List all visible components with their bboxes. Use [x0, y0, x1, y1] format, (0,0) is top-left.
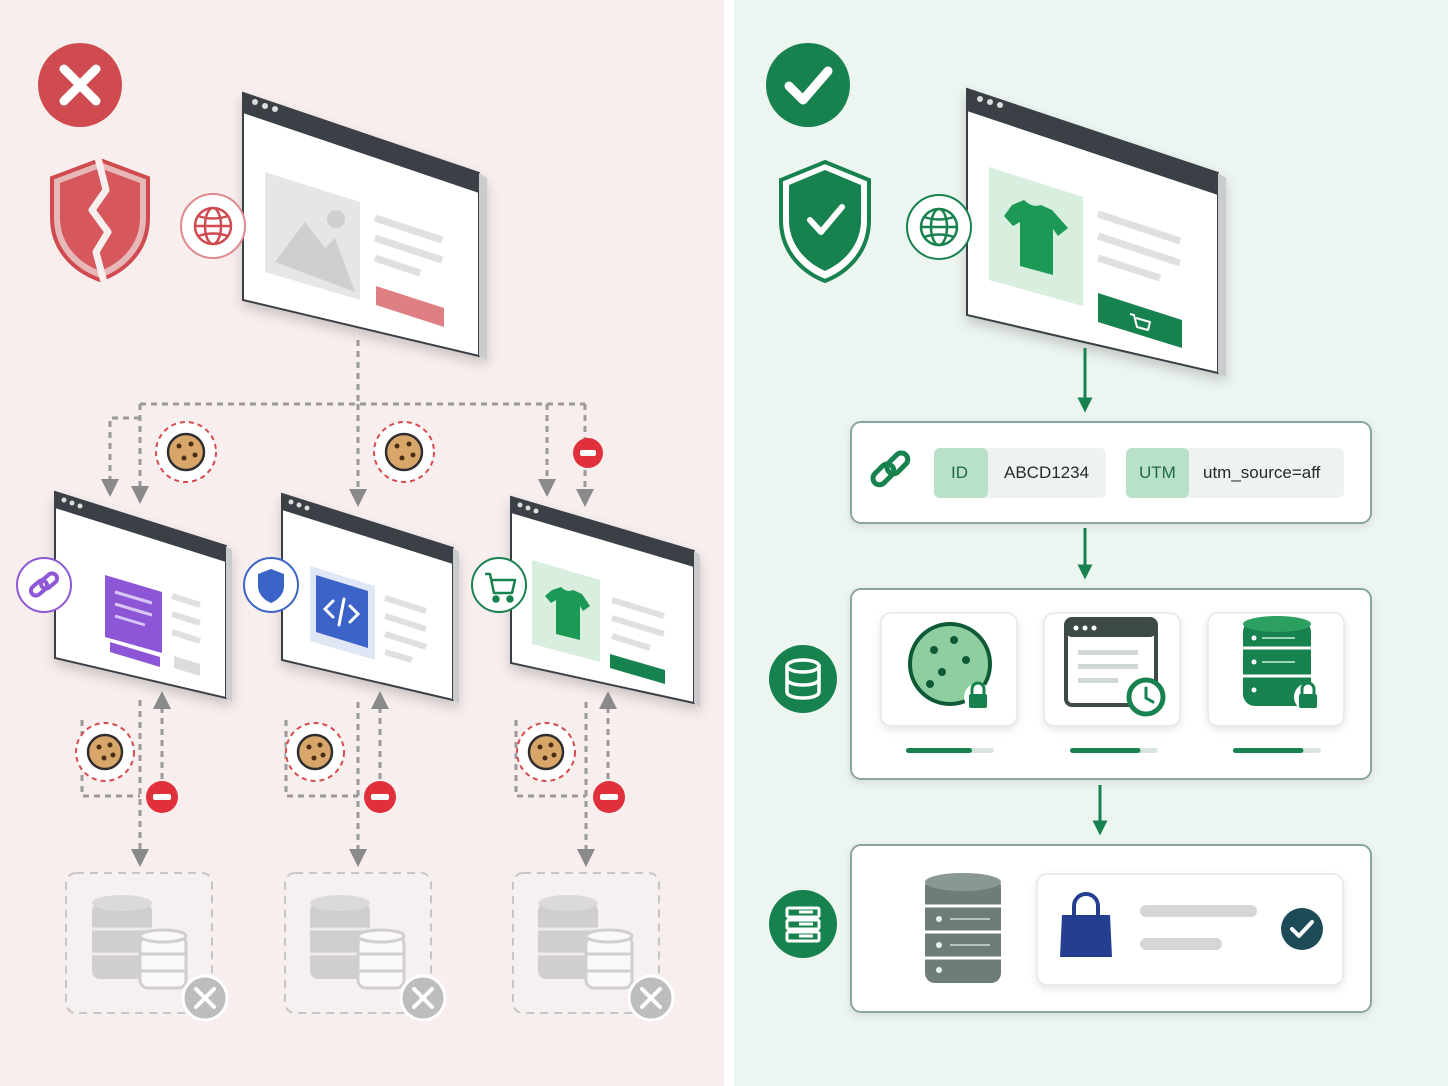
lost-database	[284, 872, 447, 1022]
panel-divider	[724, 0, 734, 1086]
check-icon	[784, 66, 833, 105]
database-x-icon	[310, 895, 406, 990]
server-lock-icon	[1243, 616, 1322, 711]
database-icon	[785, 658, 821, 700]
entry-globe-badge	[180, 193, 246, 259]
shop-browser-window	[966, 87, 1226, 377]
cookie-icon	[296, 733, 334, 771]
entry-globe-badge	[906, 194, 972, 260]
tshirt-icon	[1004, 200, 1068, 275]
server-icon	[925, 873, 1001, 983]
shopping-bag-icon	[1060, 892, 1112, 957]
bad-status-badge	[38, 43, 122, 127]
utm-param-value: utm_source=aff	[1203, 463, 1321, 482]
server-list-icon	[785, 906, 821, 943]
check-circle-icon	[1281, 908, 1323, 950]
channel-browser-link	[54, 490, 232, 702]
cart-icon	[1129, 313, 1151, 331]
storage-level-fill	[1233, 748, 1304, 753]
blocked-icon	[364, 781, 396, 813]
id-param-label: ID	[951, 463, 968, 482]
cookie-badge	[155, 421, 217, 483]
cookie-icon	[527, 733, 565, 771]
cookie-icon	[166, 432, 206, 472]
id-param-value: ABCD1234	[1004, 463, 1090, 482]
flow-arrows	[1077, 348, 1108, 836]
cookie-icon	[86, 733, 124, 771]
lost-database	[512, 872, 675, 1022]
session-storage	[1043, 612, 1181, 753]
good-status-badge	[766, 43, 850, 127]
database-x-icon	[92, 895, 188, 990]
lost-tracking-paths	[80, 691, 617, 867]
order-record	[1036, 873, 1344, 986]
blocked-icon	[573, 438, 603, 468]
utm-param-label: UTM	[1139, 463, 1176, 482]
cart-icon	[485, 572, 517, 603]
link-icon	[28, 571, 60, 598]
shield-check-icon	[779, 159, 871, 284]
cart-badge	[471, 557, 527, 613]
globe-icon	[193, 206, 233, 246]
database-badge	[769, 645, 837, 713]
shield-badge	[243, 557, 299, 613]
blocked-icon	[593, 781, 625, 813]
cookie-icon	[384, 432, 424, 472]
server-storage	[1207, 612, 1345, 753]
lost-database	[65, 872, 229, 1022]
cookie-lock-icon	[908, 622, 992, 711]
channel-browser-code	[281, 492, 459, 704]
tracking-params-card	[850, 421, 1372, 524]
cookie-badge	[75, 722, 135, 782]
add-to-cart-button	[1098, 293, 1182, 348]
conversion-card	[850, 844, 1372, 1013]
globe-icon	[919, 207, 959, 247]
channel-browser-shop	[510, 495, 700, 707]
cookie-storage	[880, 612, 1018, 753]
cookie-badge	[285, 722, 345, 782]
broken-shield-icon	[50, 157, 150, 283]
blocked-icon	[146, 781, 178, 813]
storage-level-fill	[906, 748, 972, 753]
cookie-badge	[373, 421, 435, 483]
shield-icon	[258, 569, 284, 603]
link-badge	[16, 557, 72, 613]
link-icon	[870, 450, 911, 488]
x-icon	[59, 64, 101, 106]
window-clock-icon	[1064, 617, 1166, 717]
tshirt-icon	[545, 587, 590, 640]
storage-card	[850, 588, 1372, 780]
storage-level-fill	[1070, 748, 1141, 753]
server-list-badge	[769, 890, 837, 958]
cookie-badge	[516, 722, 576, 782]
database-x-icon	[538, 895, 634, 990]
